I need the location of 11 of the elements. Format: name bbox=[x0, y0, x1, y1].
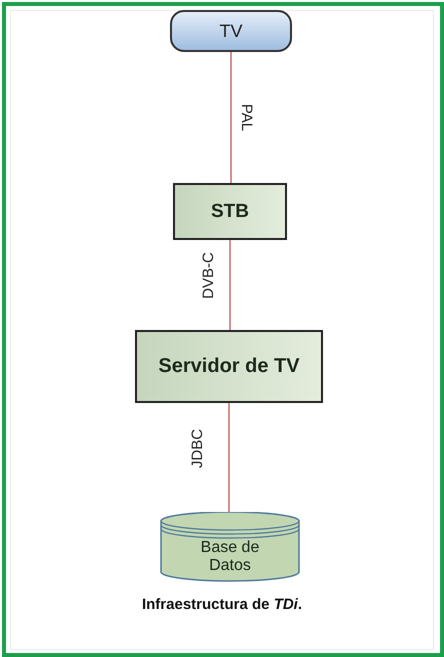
caption: Infraestructura de TDi. bbox=[140, 596, 304, 613]
process-box: Servidor de TV bbox=[135, 330, 323, 403]
database-cylinder: Base de Datos bbox=[160, 512, 300, 582]
rounded-box: TV bbox=[170, 10, 292, 52]
connector-line bbox=[228, 403, 230, 514]
edge-label: DVB-C bbox=[200, 252, 216, 298]
process-box: STB bbox=[173, 183, 287, 240]
connector-line bbox=[229, 240, 231, 330]
connector-line bbox=[230, 52, 232, 183]
edge-label: PAL bbox=[239, 104, 254, 132]
edge-label: JDBC bbox=[190, 428, 206, 468]
